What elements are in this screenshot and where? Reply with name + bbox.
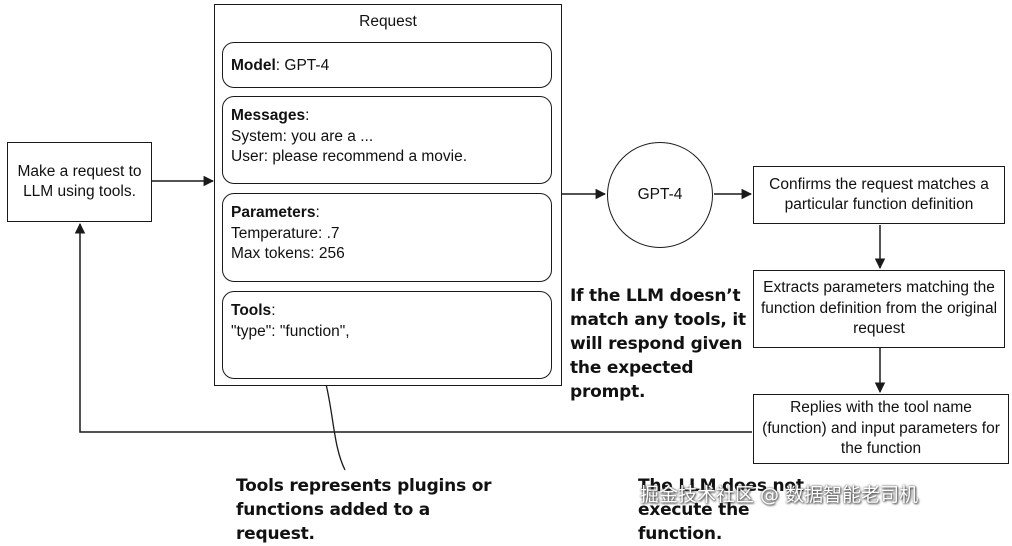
tools-colon: : (271, 302, 276, 319)
parameters-label: Parameters (231, 204, 316, 221)
make-request-box: Make a request to LLM using tools. (7, 142, 152, 222)
messages-colon: : (305, 107, 310, 124)
parameters-colon: : (315, 204, 320, 221)
model-label: Model (231, 57, 276, 74)
confirm-step-box: Confirms the request matches a particula… (753, 166, 1005, 224)
request-title: Request (359, 13, 417, 30)
system-message: System: you are a ... (231, 127, 374, 145)
max-tokens-param: Max tokens: 256 (231, 245, 345, 262)
user-message: User: please recommend a movie. (231, 148, 468, 165)
model-value: : GPT-4 (275, 57, 330, 74)
tools-label: Tools (231, 302, 272, 319)
watermark-text: 掘金技术社区 @ 数据智能老司机 (640, 484, 919, 506)
no-match-note: If the LLM doesn’t match any tools, it w… (570, 286, 746, 402)
temperature-param: Temperature: .7 (231, 224, 340, 242)
tool-type: "type": "function", (231, 322, 350, 340)
reply-step-text: Replies with the tool name (function) an… (762, 399, 1000, 458)
arrow-reply-to-left (74, 222, 752, 433)
parameters-box: Parameters: Temperature: .7 Max tokens: … (222, 193, 552, 282)
messages-box: Messages: System: you are a ... User: pl… (222, 96, 552, 184)
make-request-text: Make a request to LLM using tools. (17, 162, 142, 201)
tools-box: Tools: "type": "function", (222, 291, 552, 379)
messages-label: Messages (231, 107, 306, 124)
gpt4-label: GPT-4 (637, 185, 683, 203)
model-box: Model: GPT-4 (222, 42, 552, 88)
extract-step-text: Extracts parameters matching the functio… (760, 279, 998, 338)
gpt4-node: GPT-4 (607, 142, 713, 248)
tools-note: Tools represents plugins or functions ad… (236, 476, 492, 544)
reply-step-box: Replies with the tool name (function) an… (753, 394, 1009, 464)
extract-step-box: Extracts parameters matching the functio… (753, 270, 1005, 348)
connector-layer (74, 175, 886, 471)
confirm-step-text: Confirms the request matches a particula… (769, 175, 989, 214)
